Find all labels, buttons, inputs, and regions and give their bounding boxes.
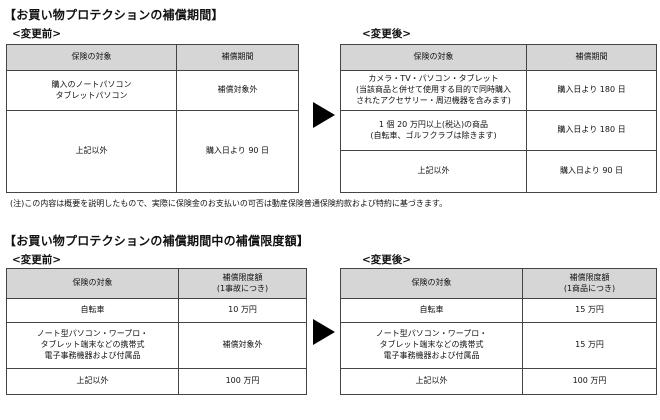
disclaimer-note: (注)この内容は概要を説明したもので、実際に保険金のお支払いの可否は動産保険普通… xyxy=(10,199,448,208)
section2-title: 【お買い物プロテクションの補償期間中の補償限度額】 xyxy=(4,234,310,248)
table-cell: 上記以外 xyxy=(340,150,527,193)
table-cell: 上記以外 xyxy=(6,110,177,193)
section2-after-label: <変更後> xyxy=(362,254,412,266)
table-cell: 100 万円 xyxy=(522,368,657,395)
table-header: 保険の対象 xyxy=(6,268,179,299)
table-cell: 購入日より 90 日 xyxy=(526,150,657,193)
table-cell: 購入日より 180 日 xyxy=(526,110,657,151)
table-row: カメラ・TV・パソコン・タブレット (当該商品と併せて使用する目的で同時購入 さ… xyxy=(340,70,657,111)
table-header: 保険の対象 xyxy=(340,268,523,299)
section1-title: 【お買い物プロテクションの補償期間】 xyxy=(4,8,224,22)
table-row: 自転車 10 万円 xyxy=(6,298,307,323)
section2-after-table: 保険の対象 補償限度額 (1商品につき) 自転車 15 万円 ノート型パソコン・… xyxy=(340,268,657,395)
table-row: 上記以外 100 万円 xyxy=(6,368,307,395)
table-cell: 自転車 xyxy=(6,298,179,323)
table-cell: 10 万円 xyxy=(178,298,307,323)
table-cell: ノート型パソコン・ワープロ・ タブレット端末などの携帯式 電子事務機器および付属… xyxy=(6,322,179,369)
table-cell: 上記以外 xyxy=(6,368,179,395)
table-cell: 100 万円 xyxy=(178,368,307,395)
table-row: 上記以外 100 万円 xyxy=(340,368,657,395)
table-cell: 15 万円 xyxy=(522,298,657,323)
table-cell: 購入日より 180 日 xyxy=(526,70,657,111)
table-cell: 上記以外 xyxy=(340,368,523,395)
table-cell: 1 個 20 万円以上(税込)の商品 (自転車、ゴルフクラブは除きます) xyxy=(340,110,527,151)
section1-after-label: <変更後> xyxy=(362,28,412,40)
table-header: 保険の対象 xyxy=(340,44,527,71)
table-header: 補償限度額 (1事故につき) xyxy=(178,268,307,299)
table-row: ノート型パソコン・ワープロ・ タブレット端末などの携帯式 電子事務機器および付属… xyxy=(6,322,307,369)
table-row: 購入のノートパソコン タブレットパソコン 補償対象外 xyxy=(6,70,299,111)
table-row: 自転車 15 万円 xyxy=(340,298,657,323)
table-cell: 補償対象外 xyxy=(176,70,299,111)
table-row: 1 個 20 万円以上(税込)の商品 (自転車、ゴルフクラブは除きます) 購入日… xyxy=(340,110,657,151)
table-cell: ノート型パソコン・ワープロ・ タブレット端末などの携帯式 電子事務機器および付属… xyxy=(340,322,523,369)
section1-before-label: <変更前> xyxy=(12,28,62,40)
table-cell: 自転車 xyxy=(340,298,523,323)
arrow-right-icon xyxy=(313,102,335,128)
table-header: 保険の対象 xyxy=(6,44,177,71)
section1-before-table: 保険の対象 補償期間 購入のノートパソコン タブレットパソコン 補償対象外 上記… xyxy=(6,44,299,193)
section2-before-label: <変更前> xyxy=(12,254,62,266)
table-row: ノート型パソコン・ワープロ・ タブレット端末などの携帯式 電子事務機器および付属… xyxy=(340,322,657,369)
table-cell: 補償対象外 xyxy=(178,322,307,369)
table-row: 上記以外 購入日より 90 日 xyxy=(6,110,299,193)
table-cell: カメラ・TV・パソコン・タブレット (当該商品と併せて使用する目的で同時購入 さ… xyxy=(340,70,527,111)
table-header: 補償期間 xyxy=(176,44,299,71)
table-row: 上記以外 購入日より 90 日 xyxy=(340,150,657,193)
arrow-right-icon xyxy=(313,319,335,345)
table-header: 補償期間 xyxy=(526,44,657,71)
table-header: 補償限度額 (1商品につき) xyxy=(522,268,657,299)
table-cell: 購入のノートパソコン タブレットパソコン xyxy=(6,70,177,111)
table-cell: 15 万円 xyxy=(522,322,657,369)
section1-after-table: 保険の対象 補償期間 カメラ・TV・パソコン・タブレット (当該商品と併せて使用… xyxy=(340,44,657,193)
table-cell: 購入日より 90 日 xyxy=(176,110,299,193)
section2-before-table: 保険の対象 補償限度額 (1事故につき) 自転車 10 万円 ノート型パソコン・… xyxy=(6,268,307,395)
